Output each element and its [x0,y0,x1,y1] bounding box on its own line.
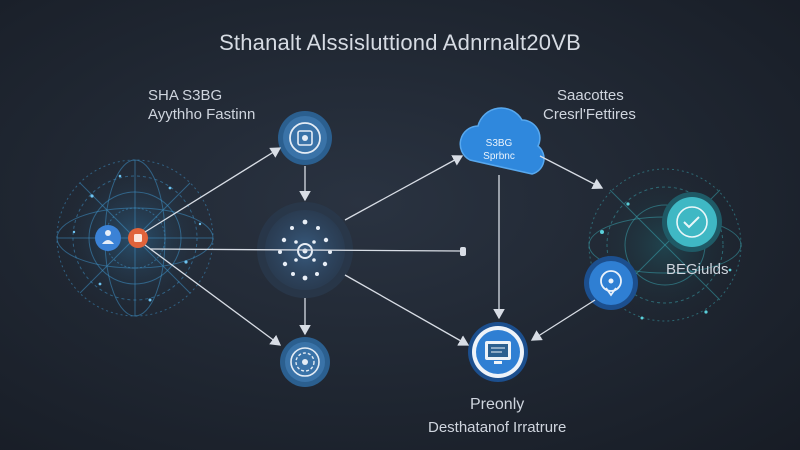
left-label-line-2: Ayythho Fastinn [148,106,256,123]
cloud-side-label-line-2: Cresrl'Fettires [543,106,636,123]
bottom-label-line-1: Preonly [470,396,525,413]
left-label: SHA S3BG Ayythho Fastinn [148,86,255,124]
user-node-icon[interactable] [95,225,121,251]
arrow-left-to-right [149,248,461,252]
monitor-node[interactable] [468,322,528,382]
arrow-left-to-bottom [144,244,282,346]
arrow-hub-to-cloud [344,155,464,221]
arrow-right-to-monitor [530,299,596,341]
cloud-side-label-line-1: Saacottes [557,87,624,104]
cloud-side-label: Saacottes Cresrl'Fettires [543,86,636,124]
teal-globe-node[interactable] [662,192,722,252]
arrow-hub-to-monitor [344,274,470,346]
arrow-end-cap [460,247,466,256]
connector-arrows [144,147,604,346]
bottom-label-line-2: Desthatanof Irratrure [428,419,567,436]
arrow-left-to-top [144,147,282,233]
top-center-node[interactable] [278,111,332,165]
cloud-node[interactable]: S3BG Sprbnc [459,107,545,175]
right-node-label: BEGiulds [666,261,729,278]
location-pin-node[interactable] [584,256,638,310]
arrow-cloud-to-right [539,155,604,190]
diagram-title: Sthanalt Alssisluttiond Adnrnalt20VB [219,30,581,55]
left-label-line-1: SHA S3BG [148,87,223,104]
orange-node-icon[interactable] [128,228,148,248]
bottom-center-node[interactable] [280,337,330,387]
cloud-line-2: Sprbnc [483,151,515,162]
cloud-line-1: S3BG [486,138,513,149]
